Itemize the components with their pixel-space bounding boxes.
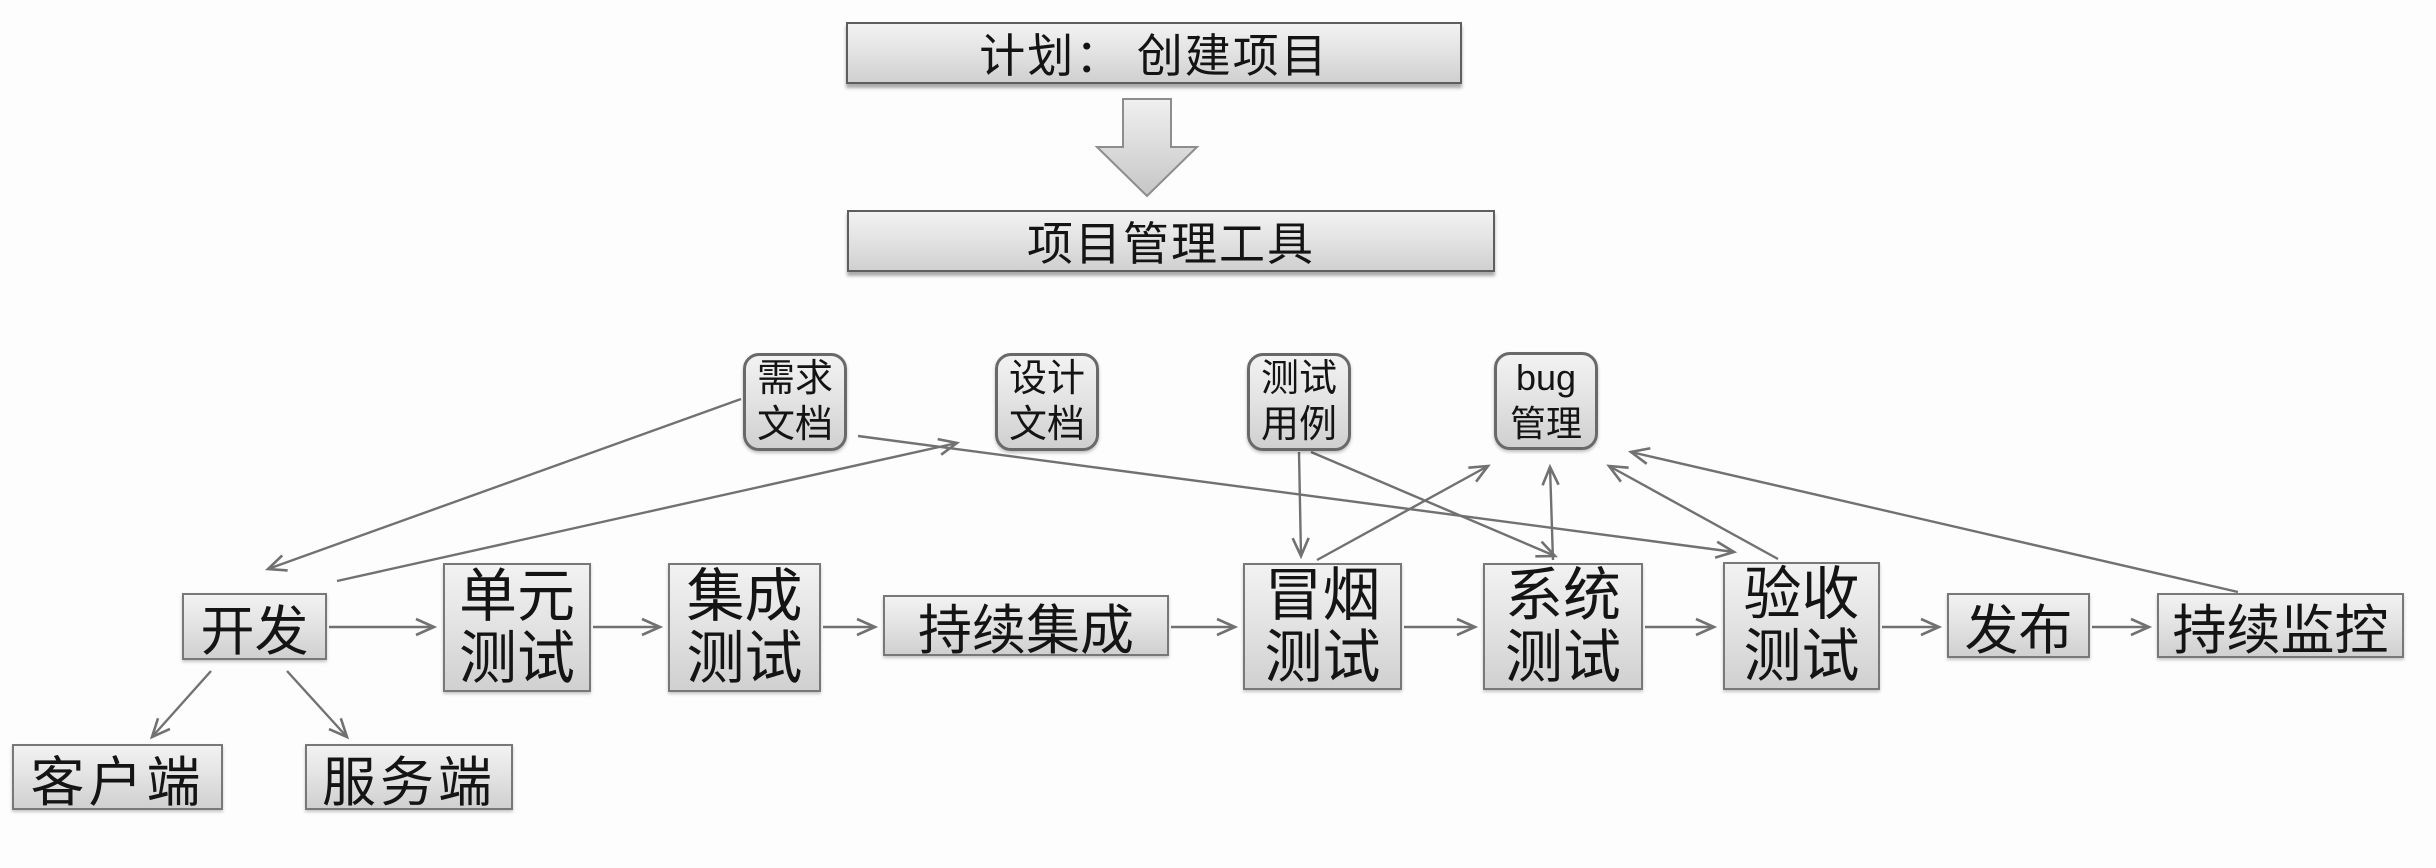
edge-monitoring-to-bug: [1627, 446, 2239, 594]
edge-development-to-design-doc: [336, 437, 961, 583]
flow-node-development: 开发: [182, 593, 327, 662]
edge-system-to-bug: [1541, 463, 1560, 561]
edge-smoke-to-bug: [1316, 464, 1491, 562]
flow-node-unit-test: 单元 测试: [443, 563, 591, 692]
flow-node-smoke-test: 冒烟 测试: [1243, 563, 1402, 690]
target-node-client: 客户端: [12, 744, 223, 813]
doc-node-design: 设计 文档: [995, 353, 1099, 451]
edge-development-to-client: [149, 670, 212, 740]
flow-node-system-test: 系统 测试: [1483, 563, 1643, 690]
edge-testcases-to-system: [1310, 450, 1558, 558]
edge-requirements-to-acceptance: [857, 434, 1738, 559]
edge-requirements-to-development: [264, 397, 742, 572]
flow-node-acceptance-test: 验收 测试: [1723, 562, 1880, 690]
project-management-tool-banner: 项目管理工具: [847, 210, 1495, 272]
down-block-arrow-icon: [1094, 98, 1200, 198]
edge-testcases-to-smoke: [1291, 451, 1310, 560]
flow-node-continuous-monitoring: 持续监控: [2157, 593, 2404, 661]
edge-acceptance-to-bug: [1606, 464, 1779, 561]
doc-node-test-cases: 测试 用例: [1247, 353, 1351, 451]
edge-development-to-server: [286, 670, 350, 740]
target-node-server: 服务端: [305, 744, 513, 813]
plan-banner: 计划： 创建项目: [846, 22, 1462, 84]
flow-node-integration-test: 集成 测试: [668, 563, 821, 692]
flow-node-release: 发布: [1947, 593, 2090, 661]
flow-node-continuous-integration: 持续集成: [883, 595, 1169, 661]
doc-node-bug-management: bug 管理: [1494, 352, 1598, 450]
doc-node-requirements: 需求 文档: [743, 353, 847, 451]
